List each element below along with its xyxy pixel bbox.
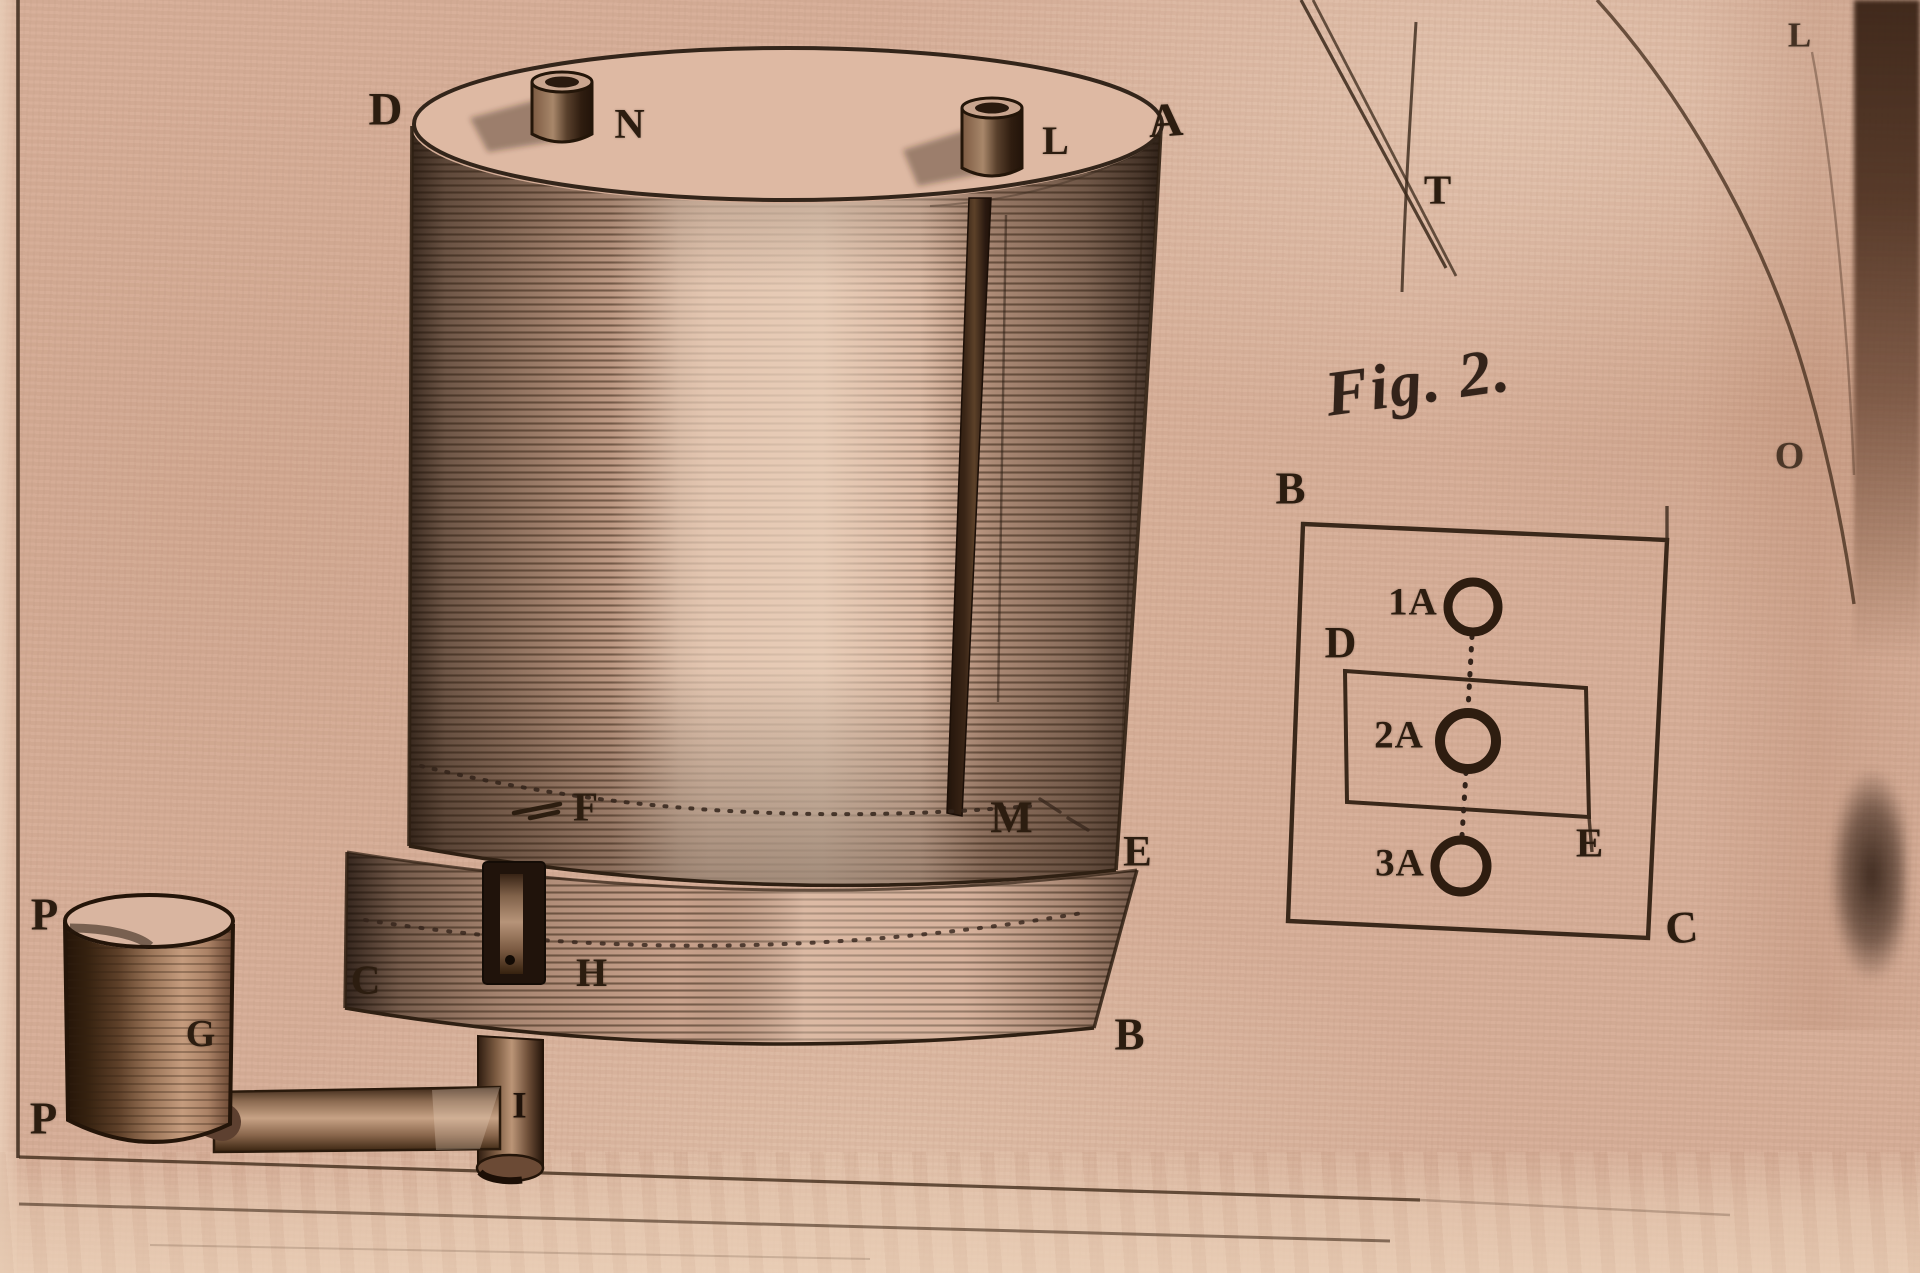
fig2-label-e: E <box>1575 819 1605 866</box>
label-m: M <box>990 792 1034 843</box>
fig2-port-1-circle <box>1443 577 1503 637</box>
margin-label-l: L <box>1787 15 1813 55</box>
label-n: N <box>614 102 646 148</box>
sight-window <box>482 861 546 985</box>
cylinder-left-edge <box>406 125 414 847</box>
base-left-edge <box>343 851 349 1009</box>
f-pointer-arrow <box>511 801 563 821</box>
label-i: I <box>512 1085 528 1127</box>
fig2-port-3-circle <box>1430 835 1492 897</box>
margin-label-o: O <box>1774 435 1806 477</box>
fig2-dotted-axis <box>1459 633 1475 839</box>
valve-n <box>530 70 594 144</box>
fig2-label-c: C <box>1663 901 1701 954</box>
pump-tube-lines <box>1299 0 1458 277</box>
base-pedestal <box>343 844 1139 1046</box>
base-right-edge <box>1092 869 1139 1029</box>
vessel-p <box>63 893 235 1144</box>
fig2-port-2-circle <box>1435 708 1501 774</box>
valve-l <box>960 96 1024 178</box>
receiver-cylinder <box>406 46 1164 885</box>
fig2-outer-frame <box>1285 521 1670 941</box>
fig2-label-d: D <box>1324 618 1358 667</box>
gauge-rod <box>946 197 1008 817</box>
hidden-bottom-dashed-arc <box>419 764 1032 817</box>
label-p-upper: P <box>30 889 60 940</box>
suspension-line <box>1400 21 1418 293</box>
hanging-thread-line <box>1810 51 1856 476</box>
fig2-label-port1: 1A <box>1388 580 1438 624</box>
fig2-label-b: B <box>1275 463 1307 514</box>
cylinder-right-edge <box>1114 127 1163 871</box>
fig2-label-port2: 2A <box>1374 713 1424 757</box>
horizontal-pipe <box>212 1085 502 1154</box>
label-d: D <box>368 83 404 136</box>
page-edge-dark-mark <box>1830 770 1906 980</box>
label-l: L <box>1042 118 1070 163</box>
fig2-label-port3: 3A <box>1375 841 1425 885</box>
page-curve <box>1595 0 1856 605</box>
label-e: E <box>1123 828 1153 876</box>
label-p-lower: P <box>29 1093 59 1144</box>
label-t: T <box>1423 166 1453 213</box>
ground-lines <box>18 1155 1731 1260</box>
label-b: B <box>1114 1009 1146 1060</box>
label-a: A <box>1146 92 1186 149</box>
label-h: H <box>575 950 609 995</box>
label-f: F <box>572 783 600 830</box>
fig2-diagram <box>1285 506 1670 941</box>
label-c: C <box>350 956 382 1003</box>
label-g: G <box>185 1013 217 1055</box>
m-pointer-dashes <box>1038 797 1090 832</box>
page-edge-shadow <box>1854 0 1920 660</box>
base-bottom-rim <box>344 1006 1095 1046</box>
